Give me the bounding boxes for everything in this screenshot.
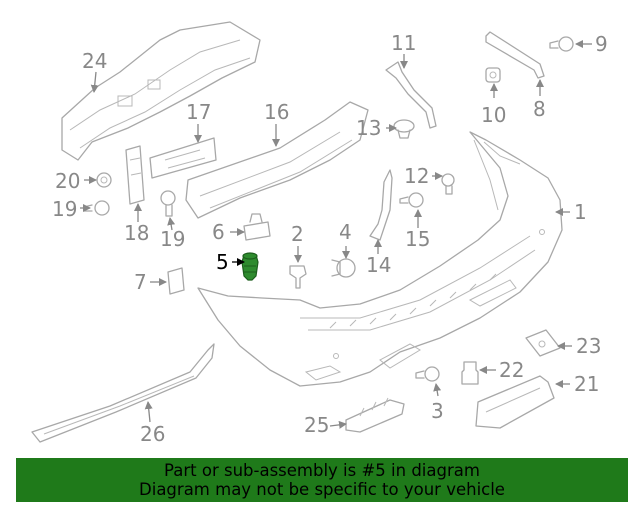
callout-22: 22 [499, 358, 524, 382]
callout-14: 14 [366, 253, 391, 277]
callout-13: 13 [356, 116, 381, 140]
part-19-bolt [160, 190, 176, 217]
callout-23: 23 [576, 334, 601, 358]
part-8-strip [485, 31, 545, 79]
callout-18: 18 [124, 221, 149, 245]
part-17-bracket [149, 137, 217, 179]
callout-20: 20 [55, 169, 80, 193]
part-12-bolt [441, 173, 455, 195]
part-16-energy-absorber [185, 101, 369, 219]
callout-11: 11 [391, 31, 416, 55]
callout-5[interactable]: 5 [216, 250, 229, 274]
part-3-bolt [415, 366, 440, 382]
callout-8: 8 [533, 97, 546, 121]
callout-12: 12 [404, 164, 429, 188]
part-26-trim-strip [31, 343, 215, 443]
part-15-bolt [399, 192, 424, 208]
part-13-clip [393, 119, 415, 139]
callout-19-left: 19 [52, 197, 77, 221]
part-9-bolt [549, 36, 574, 52]
callout-15: 15 [405, 227, 430, 251]
banner-line-2: Diagram may not be specific to your vehi… [139, 480, 505, 499]
part-22-bolt [461, 361, 479, 385]
part-4-nut [331, 258, 356, 278]
part-20-nut [96, 172, 112, 188]
part-6-clip [243, 213, 271, 241]
callout-24: 24 [82, 49, 107, 73]
callout-3: 3 [431, 399, 444, 423]
callout-21: 21 [574, 372, 599, 396]
part-7-clip [167, 267, 185, 295]
part-21-reflector [475, 375, 555, 429]
callout-16: 16 [264, 100, 289, 124]
callout-10: 10 [481, 103, 506, 127]
callout-17: 17 [186, 100, 211, 124]
part-2-fastener [289, 265, 307, 289]
part-10-nut [485, 67, 501, 83]
callout-1: 1 [574, 200, 587, 224]
part-11-bracket [385, 61, 437, 129]
callout-4: 4 [339, 220, 352, 244]
banner-line-1: Part or sub-assembly is #5 in diagram [164, 461, 480, 480]
part-18-bracket [125, 145, 145, 205]
callout-labels: 1 2 3 4 5 6 7 8 9 10 11 12 13 14 15 16 1… [52, 31, 608, 446]
part-1-bumper-cover [197, 131, 563, 387]
part-14-bracket [369, 169, 393, 241]
callout-7: 7 [134, 270, 147, 294]
callout-2: 2 [291, 222, 304, 246]
part-23-bracket [525, 329, 561, 357]
leader-lines [80, 40, 592, 429]
callout-6: 6 [212, 220, 225, 244]
callout-19: 19 [160, 227, 185, 251]
diagram-notice-banner: Part or sub-assembly is #5 in diagram Di… [16, 458, 628, 502]
parts-diagram: 1 2 3 4 5 6 7 8 9 10 11 12 13 14 15 16 1… [31, 21, 608, 446]
callout-26: 26 [140, 422, 165, 446]
part-24-beam-bracket [61, 21, 261, 161]
part-25-reflector [345, 397, 405, 433]
callout-9: 9 [595, 32, 608, 56]
callout-25: 25 [304, 413, 329, 437]
part-5-push-pin [241, 252, 259, 281]
